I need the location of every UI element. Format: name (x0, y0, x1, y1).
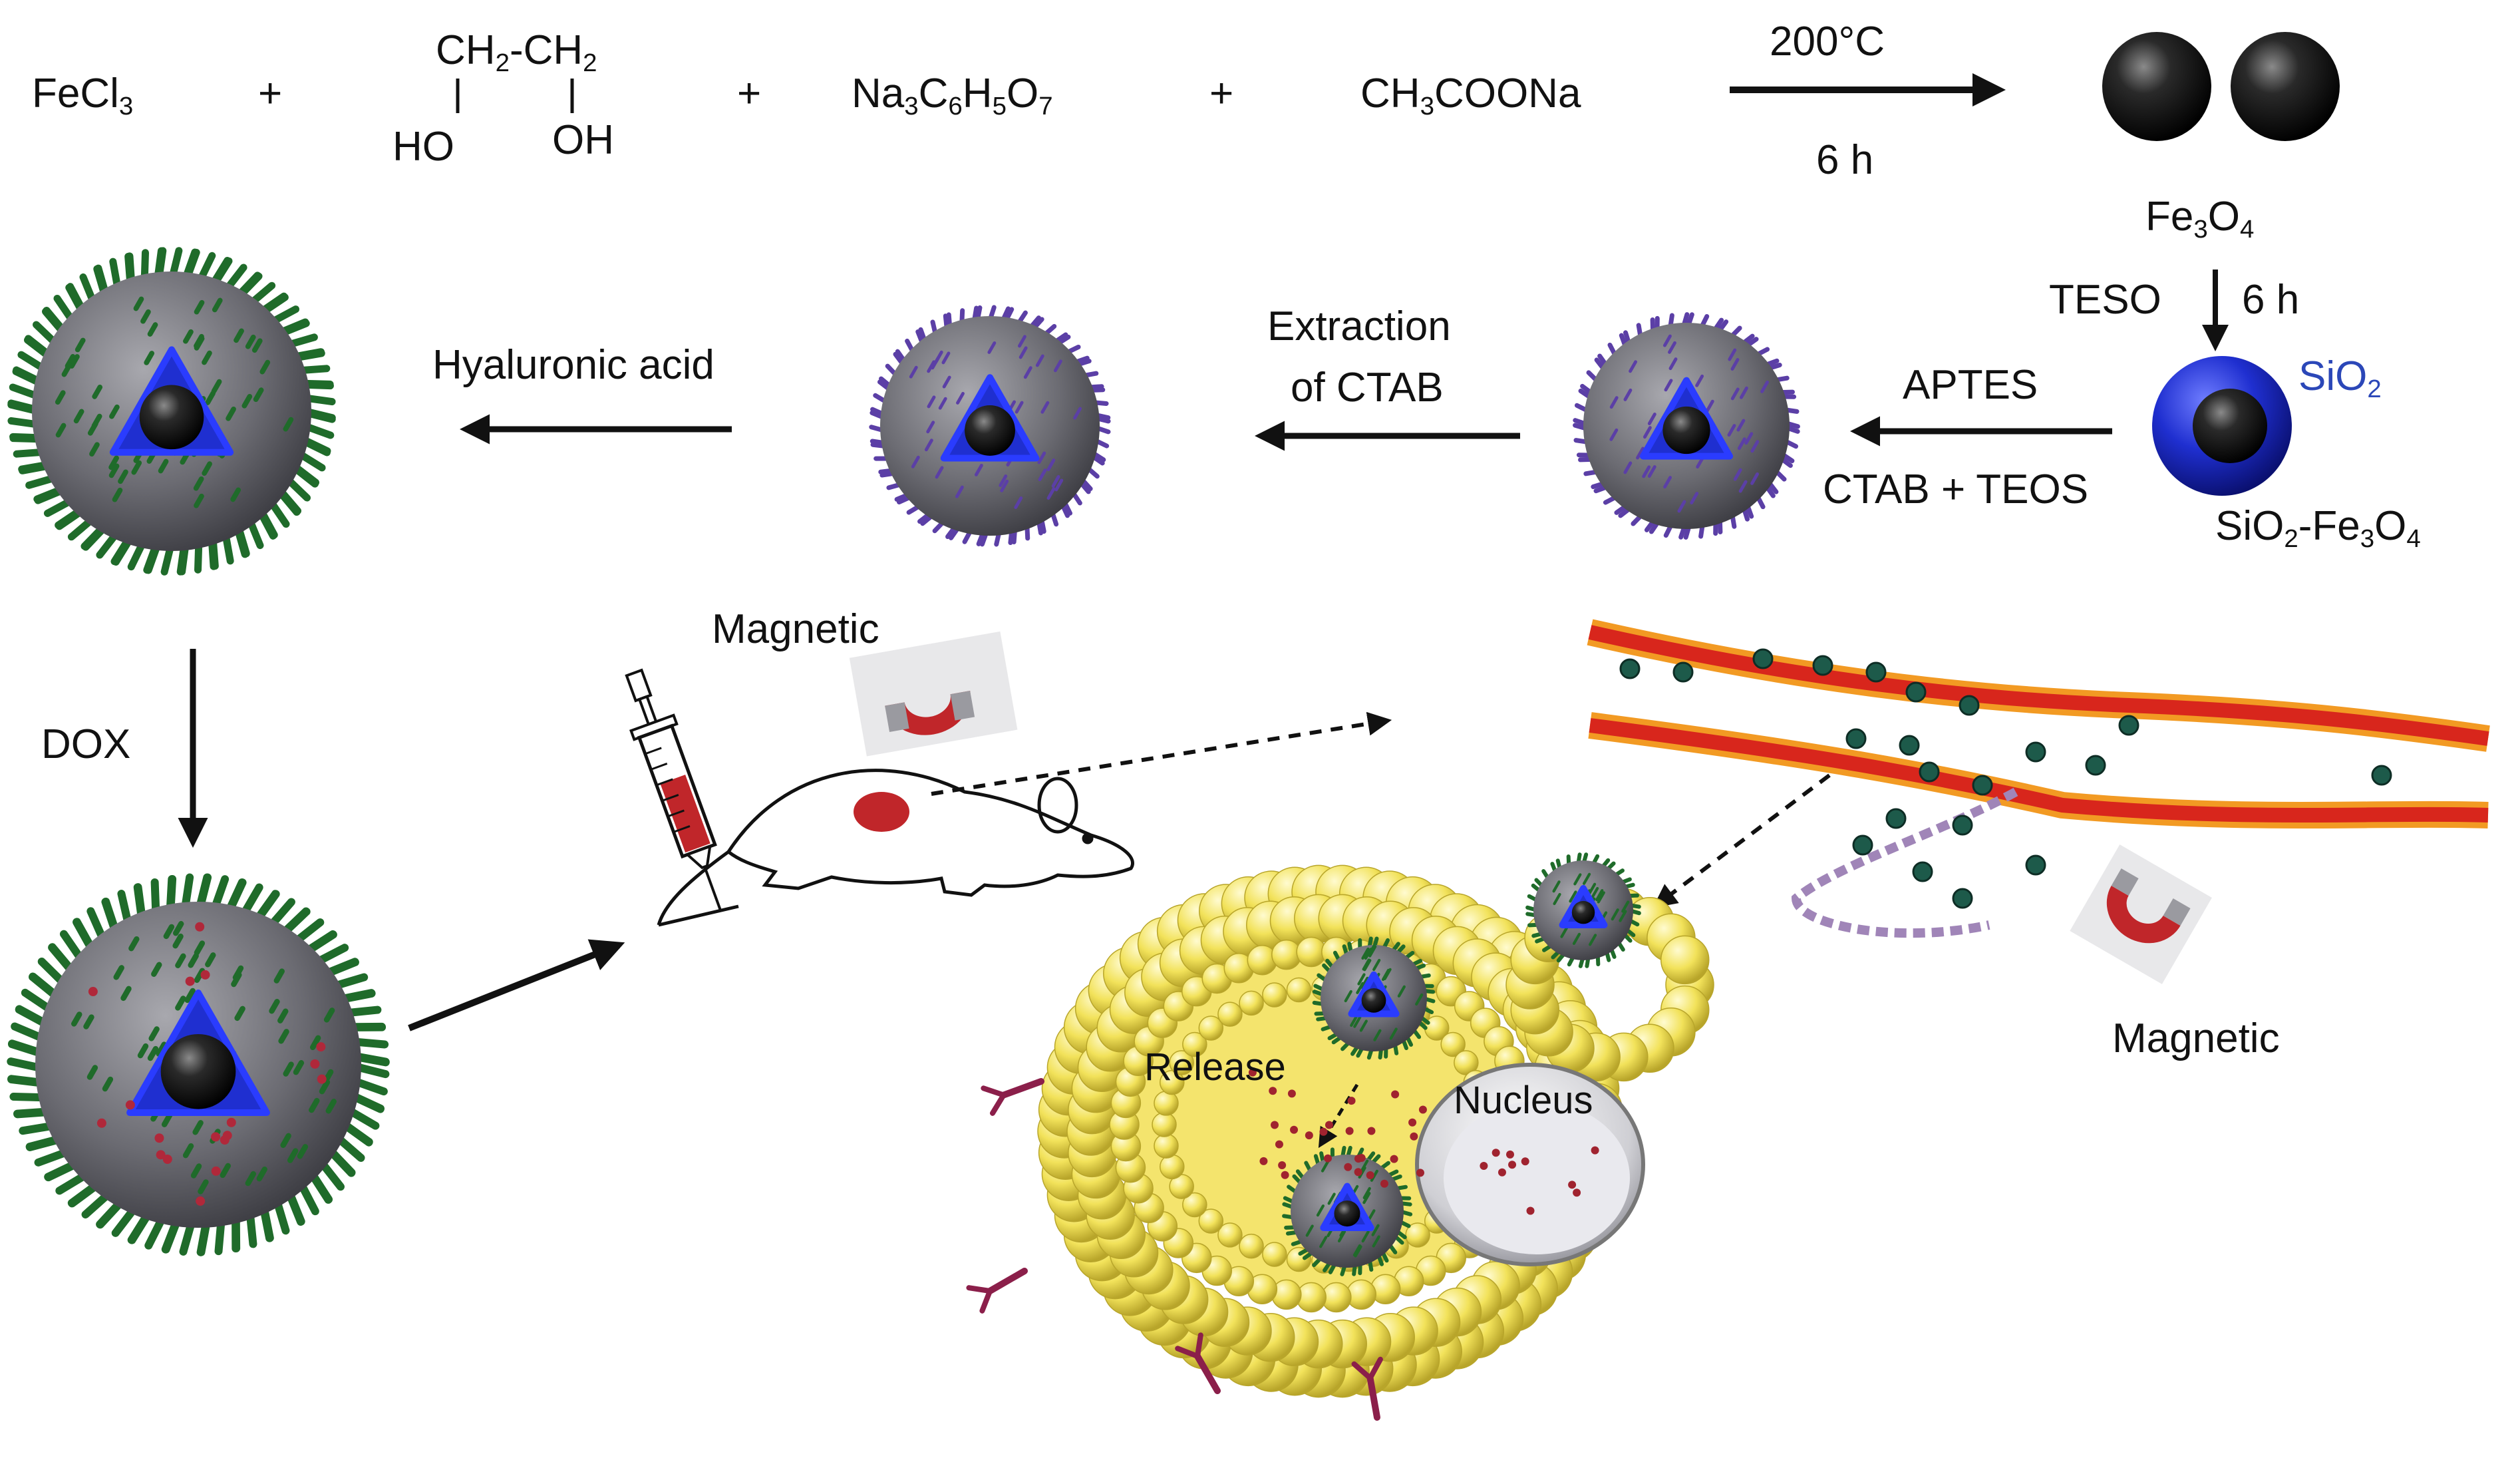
extraction-label-line1: Extraction (1267, 306, 1451, 347)
sf-s1: 2 (2284, 524, 2298, 553)
dox-loaded-particle (11, 878, 385, 1252)
reagent-sodium-citrate: Na3C6H5O7 (852, 73, 1053, 119)
nucleus-label: Nucleus (1454, 1081, 1593, 1120)
eg-dash: - (510, 27, 524, 73)
mouse-icon (659, 771, 1133, 925)
ethylene-glycol-chain: CH2-CH2 (436, 30, 597, 76)
vessel-dashed-arrow (1656, 775, 1829, 905)
extraction-label-line2: of CTAB (1291, 367, 1444, 409)
eg-ch-a: CH (436, 27, 496, 73)
magnet-icon-bottom (2070, 844, 2212, 984)
blood-vessel (1590, 632, 2488, 933)
sio2-fe3o4-particle (2152, 356, 2292, 496)
release-label: Release (1144, 1048, 1286, 1087)
nc-s2: 6 (948, 92, 962, 120)
fe3o4-s1: 3 (2193, 215, 2207, 244)
fe3o4-p2: O (2208, 194, 2240, 240)
nc-p1: Na (852, 71, 904, 116)
ha-coated-particle (11, 251, 333, 572)
fecl3-sub: 3 (119, 92, 133, 120)
sa-p2: COONa (1434, 71, 1581, 116)
nc-s1: 3 (904, 92, 918, 120)
reagent-fecl3: FeCl3 (32, 73, 133, 119)
sa-s1: 3 (1420, 92, 1434, 120)
aptes-label: APTES (1903, 365, 2038, 406)
sf-p2: -Fe (2298, 503, 2360, 549)
plus-sign-3: + (1209, 73, 1233, 114)
fe3o4-p1: Fe (2145, 194, 2193, 240)
plus-sign-1: + (258, 73, 282, 114)
fe3o4-s2: 4 (2240, 215, 2254, 244)
ethylene-glycol-bonds (458, 79, 572, 113)
nc-s3: 5 (993, 92, 1007, 120)
fe3o4-label: Fe3O4 (2145, 196, 2254, 242)
sf-p1: SiO (2215, 503, 2284, 549)
hyaluronic-acid-label: Hyaluronic acid (432, 345, 714, 386)
eg-ch-b: CH (524, 27, 583, 73)
injection-arrow (409, 945, 619, 1028)
tumor-spot (854, 792, 909, 832)
sf-s2: 3 (2360, 524, 2374, 553)
mesoporous-particle-extracted (871, 307, 1108, 544)
ctab-teos-label: CTAB + TEOS (1823, 469, 2088, 510)
magnetic-label-bottom: Magnetic (2112, 1018, 2280, 1059)
sf-s3: 4 (2406, 524, 2420, 553)
nc-s4: 7 (1038, 92, 1052, 120)
sio2-fe3o4-label: SiO2-Fe3O4 (2215, 506, 2421, 552)
reagent-sodium-acetate: CH3COONa (1360, 73, 1581, 119)
nc-p3: H (963, 71, 993, 116)
fecl3-main: FeCl (32, 71, 119, 116)
nc-p2: C (919, 71, 949, 116)
dox-label: DOX (41, 724, 130, 765)
syringe-icon (613, 665, 742, 918)
fe3o4-spheres (2102, 32, 2340, 141)
eg-oh-left: HO (393, 126, 454, 168)
sio2-s1: 2 (2367, 375, 2381, 403)
plus-sign-2: + (737, 73, 761, 114)
sio2-p1: SiO (2298, 353, 2367, 399)
eg-ch-b-sub: 2 (583, 49, 597, 77)
magnetic-label-top: Magnetic (712, 609, 879, 650)
reaction-temperature: 200°C (1770, 21, 1885, 63)
eg-ch-a-sub: 2 (496, 49, 510, 77)
teso-time: 6 h (2242, 279, 2299, 321)
nc-p4: O (1007, 71, 1038, 116)
mesoporous-particle-ctab (1575, 315, 1798, 538)
sf-p3: O (2374, 503, 2406, 549)
sa-p1: CH (1360, 71, 1420, 116)
eg-oh-right: OH (552, 120, 614, 161)
sio2-shell-label: SiO2 (2298, 356, 2382, 402)
reaction-time: 6 h (1816, 140, 1873, 181)
teso-label: TESO (2049, 279, 2161, 321)
